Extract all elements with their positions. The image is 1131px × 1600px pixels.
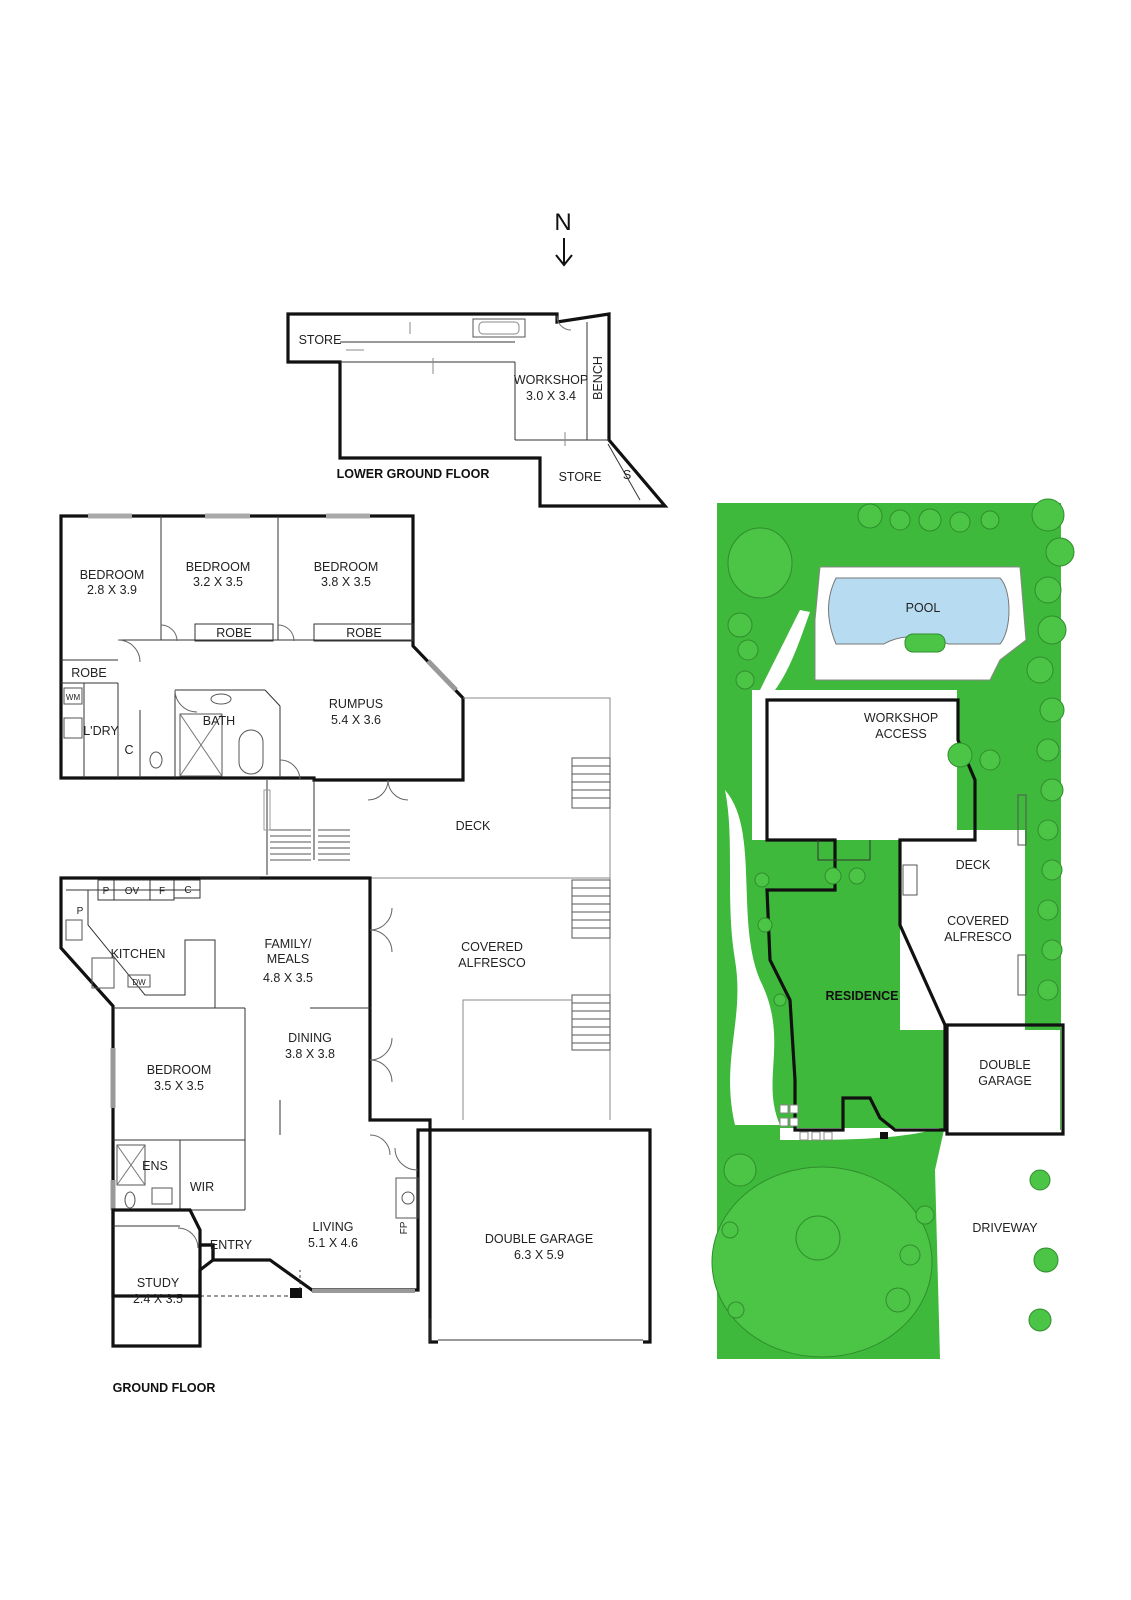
trees — [721, 498, 1075, 1332]
cupboard-1-label: C — [124, 743, 133, 757]
garage-name: DOUBLE GARAGE — [485, 1232, 593, 1246]
bedroom-4-name: BEDROOM — [147, 1063, 212, 1077]
bedroom-2-dim: 3.2 X 3.5 — [193, 575, 243, 589]
site-covered-alfresco-1: COVERED — [947, 914, 1009, 928]
arrow-down-icon — [555, 238, 573, 267]
driveway-label: DRIVEWAY — [972, 1221, 1038, 1235]
lower-ground-floor-plan: STORE WORKSHOP 3.0 X 3.4 BENCH STORE S L… — [286, 312, 669, 508]
covered-alfresco-1: COVERED — [461, 940, 523, 954]
dining-name: DINING — [288, 1031, 332, 1045]
kitchen-label: KITCHEN — [111, 947, 166, 961]
fireplace-label: FP — [399, 1221, 410, 1234]
ensuite-label: ENS — [142, 1159, 168, 1173]
ground-floor-title: GROUND FLOOR — [113, 1381, 216, 1395]
workshop-dim: 3.0 X 3.4 — [526, 389, 576, 403]
corridor-stairs — [270, 829, 350, 861]
workshop-access-2: ACCESS — [875, 727, 926, 741]
bedroom-1-dim: 2.8 X 3.9 — [87, 583, 137, 597]
covered-alfresco-2: ALFRESCO — [458, 956, 526, 970]
bedroom-4-dim: 3.5 X 3.5 — [154, 1079, 204, 1093]
site-garage-1: DOUBLE — [979, 1058, 1030, 1072]
site-deck-label: DECK — [956, 858, 991, 872]
pantry-2-label: P — [77, 906, 84, 917]
bedroom-3-name: BEDROOM — [314, 560, 379, 574]
oven-label: OV — [125, 886, 140, 897]
north-label: N — [554, 209, 571, 236]
pantry-1-label: P — [103, 886, 110, 897]
garage-dim: 6.3 X 5.9 — [514, 1248, 564, 1262]
fridge-label: F — [159, 886, 165, 897]
workshop-access-1: WORKSHOP — [864, 711, 938, 725]
dishwasher-label: DW — [132, 978, 146, 987]
study-name: STUDY — [137, 1276, 180, 1290]
robe-3-label: ROBE — [346, 626, 381, 640]
garden-bed — [727, 527, 793, 599]
study-dim: 2.4 X 3.5 — [133, 1292, 183, 1306]
residence-label: RESIDENCE — [826, 989, 899, 1003]
paving-squares — [779, 1104, 833, 1141]
dining-dim: 3.8 X 3.8 — [285, 1047, 335, 1061]
wir-label: WIR — [190, 1180, 214, 1194]
deck-label: DECK — [456, 819, 491, 833]
bedroom-2-name: BEDROOM — [186, 560, 251, 574]
robe-2-label: ROBE — [216, 626, 251, 640]
bedroom-3-dim: 3.8 X 3.5 — [321, 575, 371, 589]
laundry-label: L'DRY — [83, 724, 119, 738]
store-2-label: STORE — [559, 470, 602, 484]
bench-label: BENCH — [591, 356, 605, 400]
living-dim: 5.1 X 4.6 — [308, 1236, 358, 1250]
site-plan: POOL WORKSHOP ACCESS DECK COVERED ALFRES… — [711, 498, 1075, 1359]
site-covered-alfresco-2: ALFRESCO — [944, 930, 1012, 944]
deck-stairs — [571, 757, 611, 1051]
rumpus-dim: 5.4 X 3.6 — [331, 713, 381, 727]
rumpus-name: RUMPUS — [329, 697, 383, 711]
robe-1-label: ROBE — [71, 666, 106, 680]
cupboard-2-label: C — [184, 885, 191, 896]
wm-label: WM — [66, 693, 81, 702]
north-arrow: N — [554, 209, 573, 267]
bedroom-1-name: BEDROOM — [80, 568, 145, 582]
bath-label: BATH — [203, 714, 235, 728]
living-name: LIVING — [313, 1220, 354, 1234]
family-name-2: MEALS — [267, 952, 309, 966]
entry-label: ENTRY — [210, 1238, 253, 1252]
lower-ground-floor-title: LOWER GROUND FLOOR — [337, 467, 490, 481]
store-1-label: STORE — [299, 333, 342, 347]
site-garage-2: GARAGE — [978, 1074, 1032, 1088]
family-dim: 4.8 X 3.5 — [263, 971, 313, 985]
s-label: S — [623, 468, 631, 482]
driveway-area — [935, 1130, 1061, 1359]
pool-label: POOL — [906, 601, 941, 615]
ground-floor-plan: BEDROOM 2.8 X 3.9 BEDROOM 3.2 X 3.5 BEDR… — [59, 513, 652, 1395]
workshop-name: WORKSHOP — [514, 373, 588, 387]
family-name-1: FAMILY/ — [264, 937, 312, 951]
